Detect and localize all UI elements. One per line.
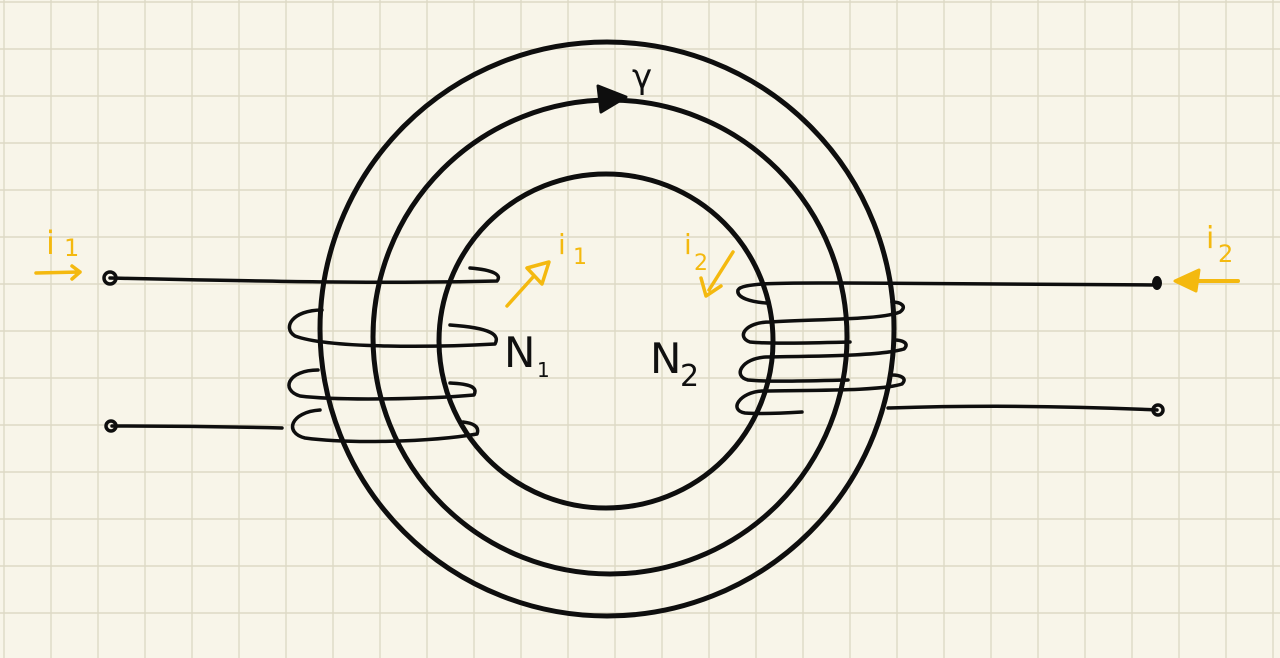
current-i1-outer-letter: i — [46, 224, 55, 262]
winding-n2-label-letter: N — [650, 334, 681, 383]
current-i2-outer: i 2 — [1173, 221, 1240, 293]
winding-n2-label-subscript: 2 — [680, 359, 699, 394]
winding-n2-loop-2 — [738, 338, 908, 383]
current-i2-inner-letter: i — [684, 228, 692, 261]
winding-n1-loop-1 — [287, 308, 498, 348]
core-inner-circle — [436, 171, 776, 511]
winding-n1-label-subscript: 1 — [537, 358, 550, 382]
winding-n2-loop-3 — [735, 373, 906, 416]
current-i2-outer-subscript: 2 — [1218, 240, 1233, 268]
terminal-left-bottom-icon — [104, 419, 118, 433]
current-i1-inner-subscript: 1 — [573, 245, 587, 270]
current-i1-inner: i 1 — [505, 228, 587, 308]
terminal-left-top-icon — [102, 270, 118, 286]
winding-n2-lead-top — [736, 281, 1157, 305]
current-i1-outer: i 1 — [34, 224, 82, 281]
winding-n2-label: N 2 — [650, 334, 699, 394]
winding-n1-loop-3 — [290, 408, 480, 444]
winding-n1-loop-2 — [287, 368, 477, 401]
winding-n1-label-letter: N — [504, 328, 535, 377]
winding-n2 — [735, 281, 1159, 416]
winding-n1 — [108, 266, 501, 444]
winding-n2-lead-bottom — [886, 404, 1159, 412]
core-outer-circle — [317, 39, 897, 619]
winding-n1-lead-top — [108, 266, 501, 284]
current-i1-outer-arrow-icon — [34, 264, 82, 281]
current-i1-outer-subscript: 1 — [64, 234, 79, 262]
current-i2-inner-subscript: 2 — [694, 251, 708, 276]
terminal-right-top-icon — [1152, 276, 1162, 290]
current-i2-outer-letter: i — [1206, 221, 1214, 256]
current-i1-inner-letter: i — [558, 228, 566, 261]
winding-n1-label: N 1 — [504, 328, 550, 382]
current-i2-inner-arrow-icon — [699, 250, 735, 298]
path-direction-arrow-icon — [596, 84, 628, 114]
path-label-gamma: γ — [632, 57, 652, 97]
winding-n1-lead-bottom — [110, 424, 284, 430]
current-i1-inner-arrow-icon — [505, 260, 551, 308]
terminal-right-bottom-icon — [1151, 403, 1165, 417]
winding-n2-loop-1 — [741, 300, 905, 345]
current-i2-inner: i 2 — [684, 228, 735, 298]
